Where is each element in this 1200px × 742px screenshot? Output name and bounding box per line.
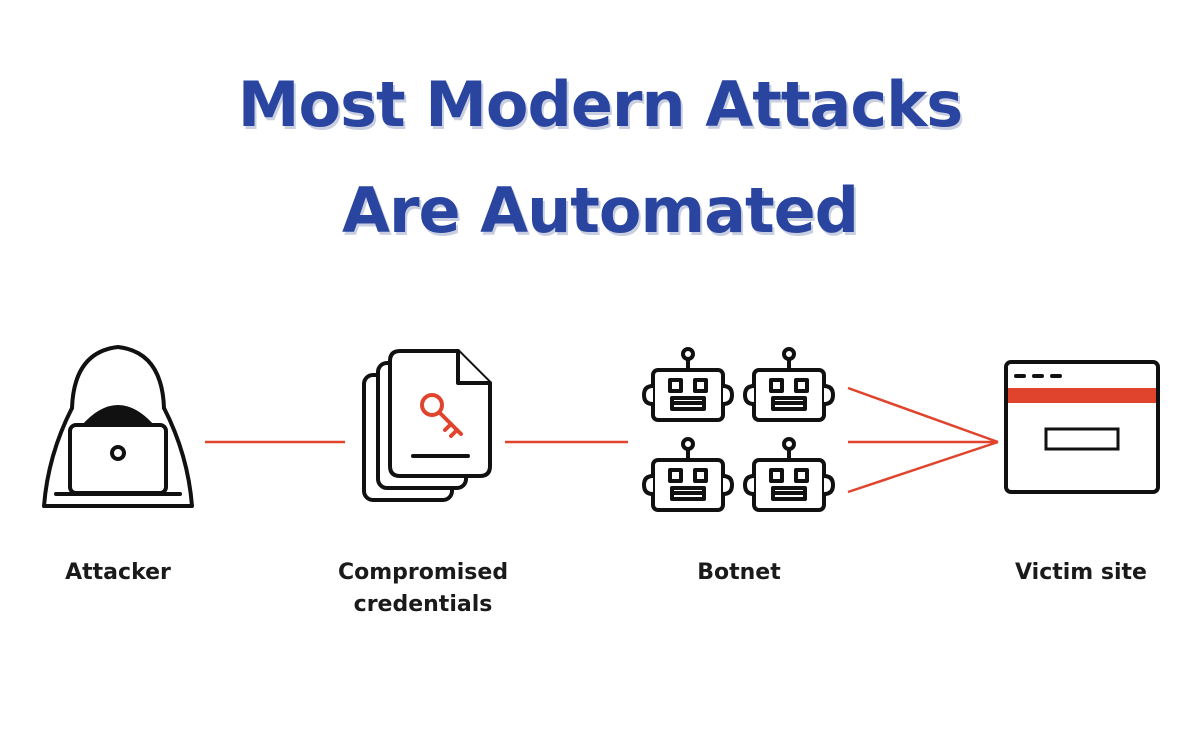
attacker-label: Attacker: [65, 560, 171, 585]
key-document-stack-icon: [362, 349, 492, 502]
robot-icon: [743, 347, 835, 422]
browser-window-icon: [1004, 360, 1160, 494]
victim-label: Victim site: [1015, 560, 1147, 585]
hooded-hacker-icon: [42, 345, 194, 508]
title-line-1: Most Modern Attacks: [237, 68, 963, 141]
key-icon: [420, 393, 463, 438]
credentials-label: Compromised credentials: [337, 560, 509, 617]
page-title: Most Modern Attacks Are Automated: [0, 52, 1200, 264]
robot-icon: [743, 437, 835, 512]
robot-icon: [642, 347, 734, 422]
robot-icon: [642, 437, 734, 512]
botnet-to-victim-arrows: [847, 386, 999, 494]
botnet-label: Botnet: [697, 560, 781, 585]
robot-grid-icon: [642, 347, 835, 512]
title-line-2: Are Automated: [341, 174, 859, 247]
